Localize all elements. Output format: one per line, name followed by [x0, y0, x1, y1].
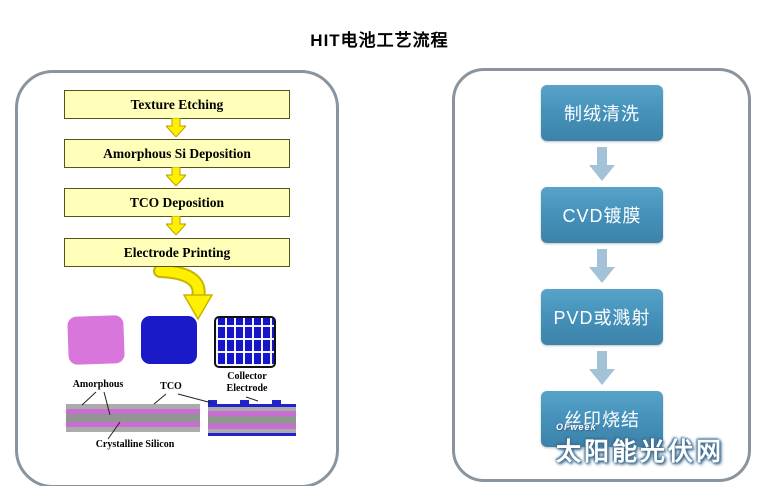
label-collector-electrode: Collector Electrode [226, 371, 268, 394]
down-arrow-icon [166, 216, 186, 235]
layer-stack-tco-electrode [208, 400, 296, 436]
page-title: HIT电池工艺流程 [310, 31, 449, 50]
flow-step-amorphous-si: Amorphous Si Deposition [64, 139, 290, 168]
down-arrow-icon [166, 167, 186, 186]
curved-arrow-icon [153, 267, 214, 321]
wafer-blue [141, 316, 197, 364]
step-arrow-icon [589, 249, 615, 283]
flow-step-texture-etching: Texture Etching [64, 90, 290, 119]
watermark-text: 太阳能光伏网 [556, 438, 725, 466]
step-arrow-icon [589, 351, 615, 385]
label-tco: TCO [160, 381, 182, 392]
wafer-pink [67, 315, 125, 365]
watermark: OFweek 太阳能光伏网 [556, 422, 756, 468]
flow-step-tco-deposition: TCO Deposition [64, 188, 290, 217]
process-step-screenprint: 丝印烧结 [541, 391, 663, 447]
flow-step-electrode-printing: Electrode Printing [64, 238, 290, 267]
process-step-pvd: PVD或溅射 [541, 289, 663, 345]
down-arrow-icon [166, 118, 186, 137]
layer-stack-amorphous [66, 404, 200, 432]
watermark-brand: OFweek [556, 422, 597, 432]
wafer-collector-grid [214, 316, 276, 368]
process-step-texturing: 制绒清洗 [541, 85, 663, 141]
step-arrow-icon [589, 147, 615, 181]
left-panel: Texture Etching Amorphous Si Deposition … [15, 70, 339, 486]
label-amorphous: Amorphous [72, 379, 124, 390]
label-crystalline-silicon: Crystalline Silicon [95, 439, 175, 450]
right-panel: 制绒清洗 CVD镀膜 PVD或溅射 丝印烧结 [452, 68, 751, 482]
process-step-cvd: CVD镀膜 [541, 187, 663, 243]
